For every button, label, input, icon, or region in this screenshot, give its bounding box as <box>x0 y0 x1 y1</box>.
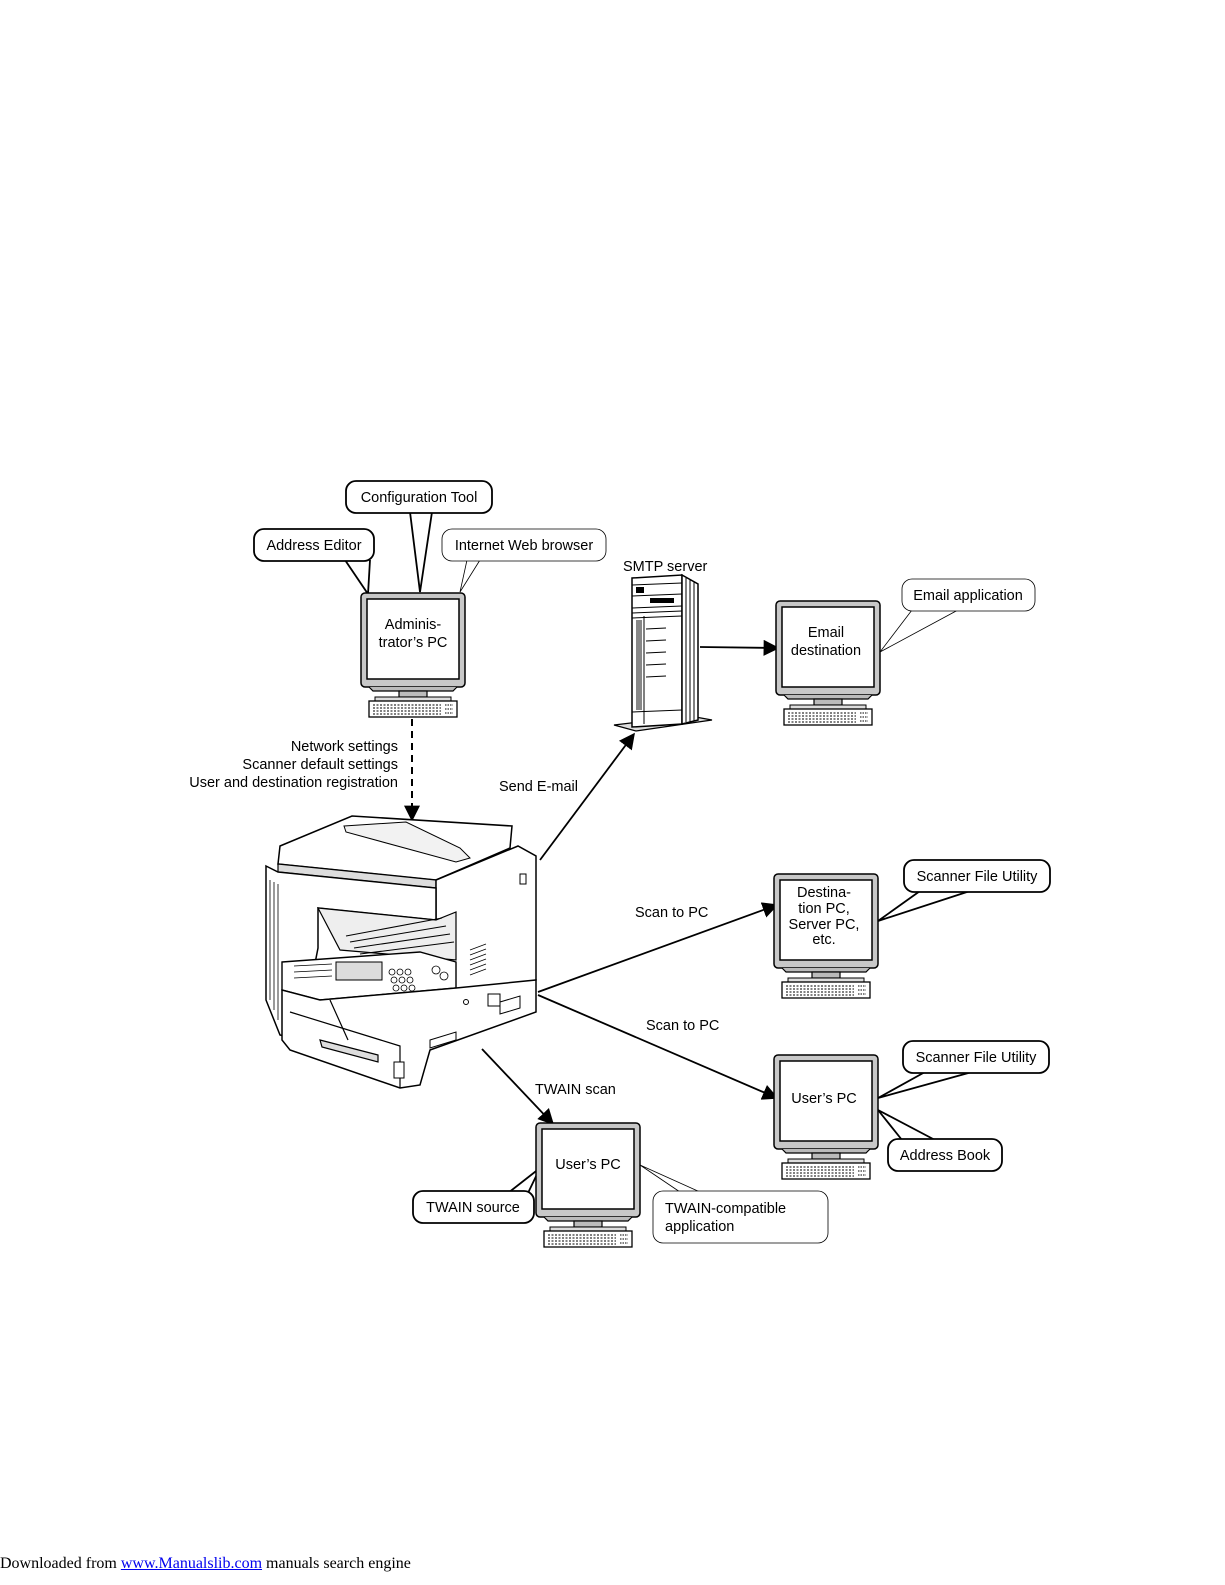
admin-pc-label-line-2: trator’s PC <box>379 635 448 651</box>
email-destination-label-line-2: destination <box>791 643 861 659</box>
destination-pc-label-line-4: etc. <box>812 932 835 948</box>
email-application-label: Email application <box>913 588 1023 604</box>
download-footer: Downloaded from www.Manualslib.com manua… <box>0 1555 411 1573</box>
twain-compatible-application-callout: TWAIN-compatible application <box>652 1190 829 1244</box>
configuration-tool-callout: Configuration Tool <box>345 480 493 514</box>
settings-label-line-3: User and destination registration <box>189 775 398 791</box>
configuration-tool-label: Configuration Tool <box>361 490 478 506</box>
scanner-file-utility-label-1: Scanner File Utility <box>917 869 1039 885</box>
destination-pc-label-line-1: Destina- <box>797 885 851 901</box>
footer-suffix: manuals search engine <box>262 1555 411 1572</box>
send-email-label: Send E-mail <box>499 779 578 795</box>
settings-label-line-1: Network settings <box>291 739 398 755</box>
internet-web-browser-label: Internet Web browser <box>455 538 594 554</box>
copier-to-users-pc-arrow <box>537 994 779 1100</box>
destination-pc: Destina- tion PC, Server PC, etc. <box>773 873 879 999</box>
smtp-server-icon <box>613 573 713 732</box>
administrators-pc: Adminis- trator’s PC <box>360 592 466 718</box>
settings-label-line-2: Scanner default settings <box>242 757 398 773</box>
scan-to-pc-label-1: Scan to PC <box>635 905 708 921</box>
admin-pc-label-line-1: Adminis- <box>385 617 442 633</box>
copier-to-smtp-arrow <box>539 732 635 861</box>
twain-source-callout: TWAIN source <box>412 1190 535 1224</box>
twain-scan-label: TWAIN scan <box>535 1082 616 1098</box>
users-pc-bottom: User’s PC <box>535 1122 641 1248</box>
address-book-callout: Address Book <box>887 1138 1003 1172</box>
address-book-label: Address Book <box>900 1148 991 1164</box>
destination-pc-label-line-3: Server PC, <box>789 917 860 933</box>
twain-compatible-label-line-2: application <box>665 1219 734 1235</box>
monitor-icon <box>773 1054 879 1180</box>
email-destination-pc: Email destination <box>775 600 881 726</box>
address-editor-label: Address Editor <box>266 538 361 554</box>
scan-to-pc-label-2: Scan to PC <box>646 1018 719 1034</box>
twain-source-label: TWAIN source <box>426 1200 520 1216</box>
email-application-callout: Email application <box>901 578 1036 612</box>
monitor-icon <box>535 1122 641 1248</box>
internet-web-browser-callout: Internet Web browser <box>441 528 607 562</box>
users-pc-right: User’s PC <box>773 1054 879 1180</box>
smtp-to-email-arrow <box>699 639 780 656</box>
address-editor-callout: Address Editor <box>253 528 375 562</box>
users-pc-bottom-label: User’s PC <box>555 1157 621 1173</box>
monitor-icon <box>775 600 881 726</box>
scanner-file-utility-callout-1: Scanner File Utility <box>903 859 1051 893</box>
twain-compatible-label-line-1: TWAIN-compatible <box>665 1201 786 1217</box>
footer-prefix: Downloaded from <box>0 1555 121 1572</box>
copier-mfp-icon <box>265 815 537 1089</box>
scanner-file-utility-label-2: Scanner File Utility <box>916 1050 1038 1066</box>
email-destination-label-line-1: Email <box>808 625 844 641</box>
copier-to-destination-pc-arrow <box>537 902 779 993</box>
destination-pc-label-line-2: tion PC, <box>798 901 850 917</box>
copier-to-twain-pc-arrow <box>481 1048 555 1126</box>
smtp-server-label: SMTP server <box>623 559 708 575</box>
scanner-file-utility-callout-2: Scanner File Utility <box>902 1040 1050 1074</box>
monitor-icon <box>360 592 466 718</box>
users-pc-right-label: User’s PC <box>791 1091 857 1107</box>
manualslib-link[interactable]: www.Manualslib.com <box>120 1555 263 1572</box>
